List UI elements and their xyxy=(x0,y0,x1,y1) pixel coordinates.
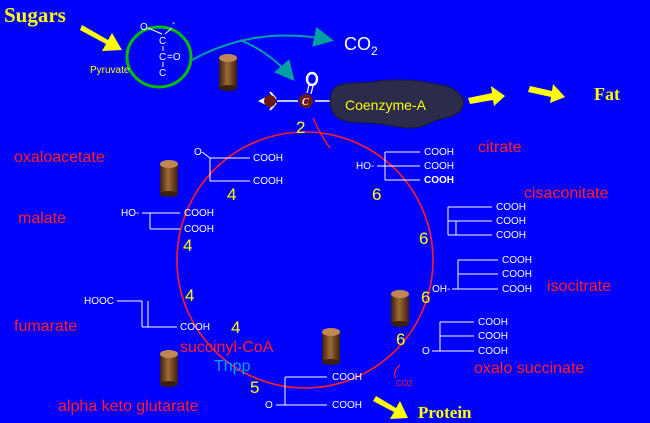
svg-text:COOH: COOH xyxy=(253,176,283,187)
oxalo-succinate-structure: O COOH COOH COOH xyxy=(422,317,508,357)
malate-structure: HO- COOH COOH xyxy=(121,208,214,235)
svg-text:COOH: COOH xyxy=(502,255,532,266)
pyruvate-keto-o: =O xyxy=(167,52,181,63)
svg-text:HO-: HO- xyxy=(356,161,374,172)
pyruvate-c2: C xyxy=(159,52,166,63)
pyruvate-label: Pyruvate xyxy=(90,65,130,76)
pyruvate-ellipse xyxy=(125,25,193,89)
citrate-label: citrate xyxy=(478,139,522,156)
acetyl-arrow-icon xyxy=(239,39,295,82)
svg-text:HO-: HO- xyxy=(121,208,139,219)
oxaloacetate-structure: O COOH COOH xyxy=(194,147,283,187)
cisaconitate-structure: COOH COOH COOH xyxy=(447,202,526,241)
succinyl-coa-label: succinyl-CoA xyxy=(180,339,274,356)
carbon-count-oxalo-succinate: 6 xyxy=(396,330,405,349)
co2-small-label: CO2 xyxy=(396,379,413,388)
svg-text:COOH: COOH xyxy=(478,346,508,357)
svg-text:HOOC: HOOC xyxy=(84,296,114,307)
thpp-label: Thpp xyxy=(214,358,251,375)
carbon-count-cisaconitate: 6 xyxy=(419,229,428,248)
svg-text:COOH: COOH xyxy=(502,284,532,295)
acetyl-carbon: C xyxy=(302,97,309,108)
alpha-keto-glutarate-structure: O COOH COOH xyxy=(265,372,362,411)
alpha-keto-glutarate-label: alpha keto glutarate xyxy=(58,398,199,415)
oxalo-succinate-label: oxalo succinate xyxy=(474,360,584,377)
fat-arrow-icon-2 xyxy=(528,84,565,103)
carbon-count-malate: 4 xyxy=(183,236,192,255)
co2-release-line xyxy=(394,364,401,379)
carbon-count-citrate: 6 xyxy=(372,185,381,204)
pyruvate-c1: C xyxy=(159,36,166,47)
svg-text:COOH: COOH xyxy=(253,153,283,164)
isocitrate-structure: OH- COOH COOH COOH xyxy=(432,255,532,295)
svg-text:OH-: OH- xyxy=(432,284,450,295)
svg-text:COOH: COOH xyxy=(424,161,454,172)
svg-text:COOH: COOH xyxy=(184,208,214,219)
carbon-count-isocitrate: 6 xyxy=(421,288,430,307)
pyruvate-top-o: O xyxy=(140,22,148,33)
enzyme-cylinder-icon xyxy=(219,54,237,91)
oxaloacetate-label: oxaloacetate xyxy=(14,149,105,166)
svg-text:COOH: COOH xyxy=(424,147,454,158)
malate-label: malate xyxy=(18,210,66,227)
svg-text:O: O xyxy=(194,147,202,158)
cisaconitate-label: cisaconitate xyxy=(524,185,609,202)
co2-label: CO2 xyxy=(344,34,378,58)
acetyl-entry-line xyxy=(312,117,331,149)
carbon-count-alpha-keto-glutarate: 5 xyxy=(250,378,259,397)
pyruvate-top-minus: - xyxy=(172,18,175,29)
cycle-circle xyxy=(176,131,434,389)
enzyme-cylinder-icon xyxy=(160,160,178,197)
fat-arrow-icon xyxy=(468,86,505,106)
svg-text:COOH: COOH xyxy=(502,269,532,280)
acetyl-group: C xyxy=(258,71,332,111)
decarboxylation-arrow-icon xyxy=(191,27,334,61)
pyruvate-bond xyxy=(164,27,173,35)
svg-text:COOH: COOH xyxy=(184,224,214,235)
fumarate-label: fumarate xyxy=(14,318,77,335)
pyruvate-bond xyxy=(147,27,163,35)
svg-text:COOH: COOH xyxy=(478,331,508,342)
fat-label: Fat xyxy=(594,84,620,104)
svg-text:COOH: COOH xyxy=(496,216,526,227)
svg-text:O: O xyxy=(422,346,430,357)
pyruvate-c3: C xyxy=(159,68,166,79)
enzyme-cylinder-icon xyxy=(322,328,340,365)
protein-arrow-icon xyxy=(373,396,408,419)
protein-label: Protein xyxy=(418,403,472,422)
sugars-label: Sugars xyxy=(4,3,66,27)
sugars-arrow-icon xyxy=(80,25,122,51)
coenzyme-a-label: Coenzyme-A xyxy=(345,97,427,113)
svg-text:COOH: COOH xyxy=(180,322,210,333)
coenzyme-a-blob xyxy=(329,79,464,129)
carbon-count-succinyl-coa: 4 xyxy=(231,318,240,337)
fumarate-structure: HOOC COOH xyxy=(84,296,210,333)
carbon-count-fumarate: 4 xyxy=(185,286,194,305)
svg-text:COOH: COOH xyxy=(478,317,508,328)
svg-text:COOH: COOH xyxy=(496,202,526,213)
svg-text:COOH: COOH xyxy=(332,400,362,411)
enzyme-cylinder-icon xyxy=(160,350,178,387)
svg-text:COOH: COOH xyxy=(332,372,362,383)
svg-text:COOH: COOH xyxy=(496,230,526,241)
enzyme-cylinder-icon xyxy=(391,290,409,327)
isocitrate-label: isocitrate xyxy=(547,278,611,295)
svg-text:O: O xyxy=(265,400,273,411)
carbon-count-oxaloacetate: 4 xyxy=(227,185,236,204)
svg-text:COOH: COOH xyxy=(424,175,454,186)
citrate-structure: HO- COOH COOH COOH xyxy=(356,147,454,186)
carbon-count-acetyl: 2 xyxy=(296,118,305,137)
